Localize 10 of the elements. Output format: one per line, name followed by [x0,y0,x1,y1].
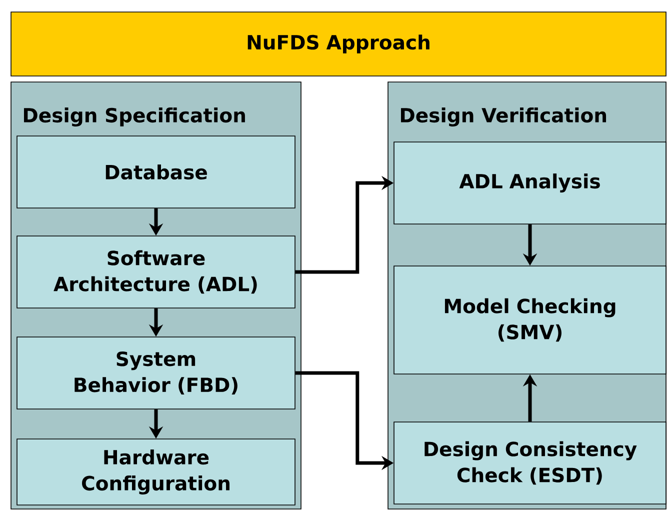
panel-heading: Design Verification [401,107,606,126]
process-box: System Behavior (FBD) [16,336,296,410]
process-box: Hardware Configuration [16,438,296,506]
panel-heading: Design Specification [24,107,245,126]
process-box: Database [16,136,296,208]
process-box: Model Checking (SMV) [394,266,666,374]
process-box: Design Consistency Check (ESDT) [394,422,666,504]
title-banner: NuFDS Approach [10,12,666,76]
process-box: ADL Analysis [394,142,666,224]
process-box: Software Architecture (ADL) [16,236,296,308]
